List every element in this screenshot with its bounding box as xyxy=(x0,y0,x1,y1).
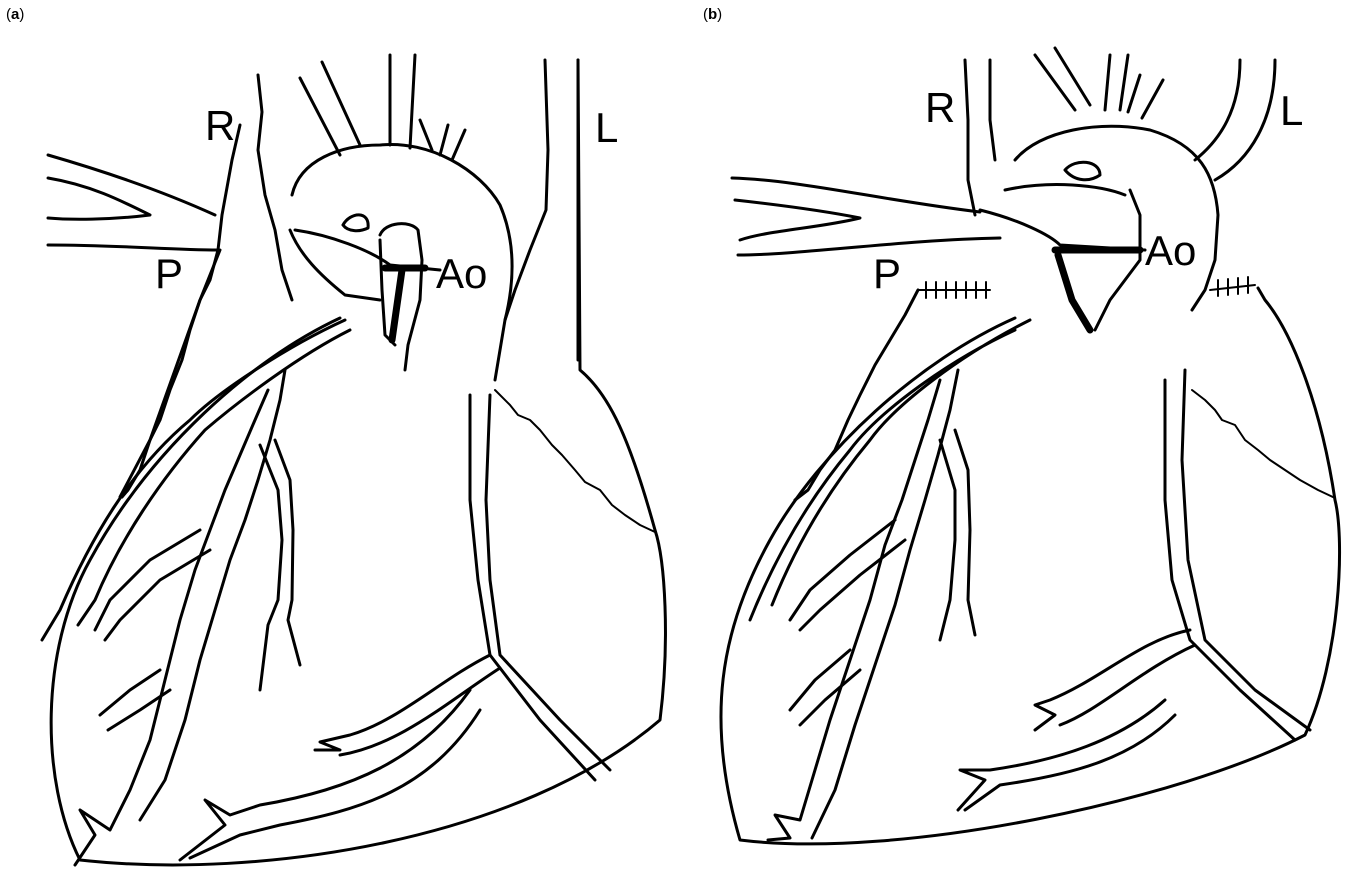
panel-b-lad-artery xyxy=(1165,370,1310,740)
panel-b-drawing: R L P Ao xyxy=(721,48,1340,844)
panel-b-left-vessel xyxy=(1195,60,1275,180)
panel-b-label-ao: Ao xyxy=(1145,227,1196,274)
panel-a-coronary-branch-1 xyxy=(75,370,285,865)
panel-a-lad-artery xyxy=(470,395,610,780)
panel-b-coronary-branch-1 xyxy=(768,370,958,840)
panel-a-coronary-bottom xyxy=(180,655,500,860)
panel-b-aortic-root xyxy=(980,162,1145,330)
panel-b-aortic-arch xyxy=(1005,126,1218,310)
panel-b-coronary-branch-2 xyxy=(940,430,975,640)
panel-a-right-coronary xyxy=(42,320,350,640)
panel-b-right-coronary xyxy=(750,320,1030,620)
panel-a-pulmonary-branch xyxy=(48,155,218,250)
panel-b-coronary-bottom xyxy=(958,630,1195,810)
panel-a-drawing: R L P Ao xyxy=(42,55,665,865)
panel-a-coronary-branch-2 xyxy=(260,440,300,690)
panel-b-label: (b) xyxy=(703,6,722,23)
panel-a-wavy-line xyxy=(495,390,655,532)
panel-b-pulmonary-trunk-edge xyxy=(795,290,918,500)
panel-b-suture-right xyxy=(1210,277,1255,296)
panel-a-label-r: R xyxy=(205,102,235,149)
panel-a-label: (a) xyxy=(6,6,24,23)
panel-b-valve-dark xyxy=(1055,250,1140,330)
panel-b-pulmonary-branch xyxy=(732,178,1000,255)
panel-b-right-vessel xyxy=(965,60,995,215)
panel-a-aortic-root xyxy=(295,215,440,370)
panel-a-label-l: L xyxy=(595,104,618,151)
panel-b-label-p: P xyxy=(873,250,901,297)
panel-a-label-ao: Ao xyxy=(436,250,487,297)
panel-a-left-vessel xyxy=(505,60,578,360)
panel-b-label-l: L xyxy=(1280,87,1303,134)
panel-b-suture-left xyxy=(918,282,990,298)
panel-b-heart-outline xyxy=(721,288,1340,844)
panel-a-label-p: P xyxy=(155,250,183,297)
panel-b-arch-branches xyxy=(1035,48,1163,118)
panel-b-label-r: R xyxy=(925,84,955,131)
